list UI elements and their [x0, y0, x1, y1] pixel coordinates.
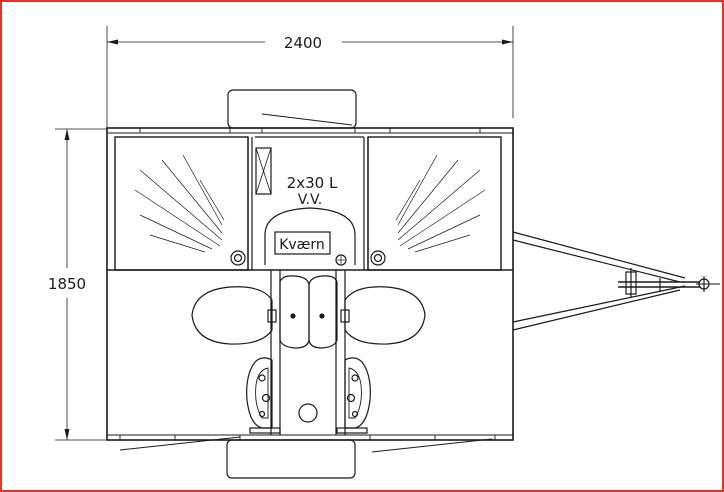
drawbar [512, 231, 720, 331]
center-partition [270, 270, 346, 435]
left-toilet [191, 275, 310, 349]
vent-box [255, 147, 272, 195]
floor-drain [298, 403, 318, 423]
grinder-box [274, 231, 331, 255]
grinder-housing [264, 207, 356, 265]
height-dimension-label: 1850 [48, 275, 86, 293]
right-sink [336, 357, 371, 434]
trailer-body [106, 127, 514, 441]
left-compartment [114, 136, 253, 271]
height-dimension: 1850 [48, 128, 107, 441]
width-dimension-label: 2400 [284, 34, 322, 52]
bottom-wall [107, 434, 513, 453]
center-technical-area: 2x30 L V.V. Kværn [255, 136, 364, 266]
right-compartment [363, 136, 502, 271]
width-dimension: 2400 [106, 26, 514, 128]
top-step [227, 89, 357, 129]
grinder-knob [335, 254, 347, 266]
tank-label-line2: V.V. [298, 192, 322, 208]
top-wall [107, 128, 513, 134]
left-lamp [230, 250, 246, 266]
right-lamp [370, 250, 386, 266]
tank-label-line1: 2x30 L [287, 174, 338, 192]
grinder-label: Kværn [279, 237, 325, 253]
bottom-step [226, 439, 356, 479]
left-sink [246, 357, 281, 434]
right-toilet [308, 275, 426, 349]
